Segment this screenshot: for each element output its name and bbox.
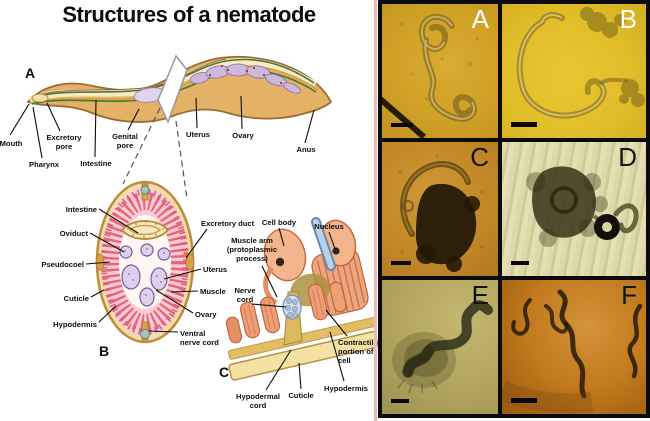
muscle-fingers: [225, 281, 347, 344]
micrograph-panel-e: E: [382, 280, 498, 414]
panel-c-letter: C: [219, 364, 229, 380]
panel-b-leader-lines: [85, 208, 208, 333]
muscle-cell-illustration: [225, 217, 378, 381]
micrograph-a-letter: A: [471, 4, 489, 34]
label-intestine-a: Intestine: [80, 159, 111, 168]
micrograph-panel-d: D: [502, 142, 646, 276]
label-hypodermal-cord: Hypodermal: [236, 392, 280, 401]
label-excretory-duct: Excretory duct: [201, 219, 255, 228]
label-uterus-b: Uterus: [203, 265, 227, 274]
scale-bar: [511, 122, 537, 127]
panel-a-letter: A: [25, 65, 35, 81]
label-nucleus: Nucleus: [314, 222, 344, 231]
micrograph-panel-c: C: [382, 142, 498, 276]
worm-longitudinal-illustration: [26, 54, 333, 200]
label-hypodermis-c: Hypodermis: [324, 384, 368, 393]
micrograph-e-content: [392, 300, 493, 394]
micrograph-b-letter: B: [619, 4, 637, 34]
micrograph-panel-f: F: [502, 280, 646, 414]
label-nerve-cord-2: cord: [237, 295, 254, 304]
micrograph-d-letter: D: [618, 142, 637, 172]
label-muscle-arm: Muscle arm: [231, 236, 273, 245]
panel-c-leader-lines: [251, 227, 348, 391]
panel-a-leader-lines: [9, 95, 315, 159]
excretory-duct-dot: [183, 251, 189, 257]
label-ovary-b: Ovary: [195, 310, 217, 319]
scale-bar: [391, 123, 413, 127]
label-hypodermis-b: Hypodermis: [53, 320, 97, 329]
label-cell-body: Cell body: [262, 218, 297, 227]
scale-bar: [391, 261, 411, 265]
scale-bar: [391, 399, 409, 403]
label-cuticle-c: Cuticle: [288, 391, 313, 400]
label-ovary-a: Ovary: [232, 131, 254, 140]
label-uterus-a: Uterus: [186, 130, 210, 139]
cross-section-blade: [157, 54, 188, 124]
label-ventral-nerve-cord-2: nerve cord: [180, 338, 219, 347]
micrograph-c-letter: C: [470, 142, 489, 172]
label-hypodermal-cord-2: cord: [250, 401, 267, 410]
micrograph-b-content: [516, 7, 645, 119]
panel-b-letter: B: [99, 343, 109, 359]
label-ventral-nerve-cord: Ventral: [180, 329, 205, 338]
intestine-stipple: [127, 221, 164, 238]
label-muscle-arm-2: (protoplasmic: [227, 245, 277, 254]
cross-section-illustration: [95, 180, 195, 344]
scale-bar: [511, 261, 529, 265]
label-oviduct: Oviduct: [60, 229, 89, 238]
label-intestine-b: Intestine: [66, 205, 97, 214]
label-cuticle-b: Cuticle: [64, 294, 89, 303]
label-contractile-portion-2: portion of: [338, 347, 374, 356]
nematode-diagram: A Mouth Excretory pore Pharynx Intestine…: [0, 54, 378, 410]
micrograph-a-content: [382, 13, 479, 138]
micrograph-panel-a: A: [382, 4, 498, 138]
slide-divider-line: [374, 0, 377, 421]
label-pseudocoel: Pseudocoel: [41, 260, 84, 269]
micrograph-d-content: [526, 166, 639, 247]
micrograph-f-content: [502, 289, 643, 414]
label-genital-pore: Genital: [112, 132, 138, 141]
reproductive-organs: [119, 243, 171, 307]
egg-speckles: [208, 64, 283, 85]
micrograph-c-content: [398, 154, 484, 272]
cutaway-dashed-line: [175, 120, 188, 200]
label-anus: Anus: [297, 145, 316, 154]
label-excretory-pore: Excretory: [46, 133, 82, 142]
micrograph-e-letter: E: [471, 280, 489, 310]
label-mouth: Mouth: [0, 139, 23, 148]
micrograph-panel-b: B: [502, 4, 646, 138]
label-muscle: Muscle: [200, 287, 226, 296]
scale-bar: [511, 398, 537, 403]
nerve-cord-fibers: [285, 298, 298, 318]
organ-stipple: [124, 248, 165, 296]
cutaway-dashed-line: [122, 107, 161, 185]
micrograph-grid: A B: [378, 0, 650, 418]
label-contractile-portion-3: cell: [338, 356, 351, 365]
label-excretory-pore-2: pore: [56, 142, 72, 151]
micrograph-f-letter: F: [621, 280, 637, 310]
label-genital-pore-2: pore: [117, 141, 133, 150]
label-contractile-portion: Contractile: [338, 338, 378, 347]
label-pharynx: Pharynx: [29, 160, 60, 169]
label-nerve-cord: Nerve: [234, 286, 255, 295]
debris-clumps: [580, 7, 645, 107]
label-muscle-arm-3: process): [236, 254, 268, 263]
figure-title: Structures of a nematode: [62, 2, 316, 27]
